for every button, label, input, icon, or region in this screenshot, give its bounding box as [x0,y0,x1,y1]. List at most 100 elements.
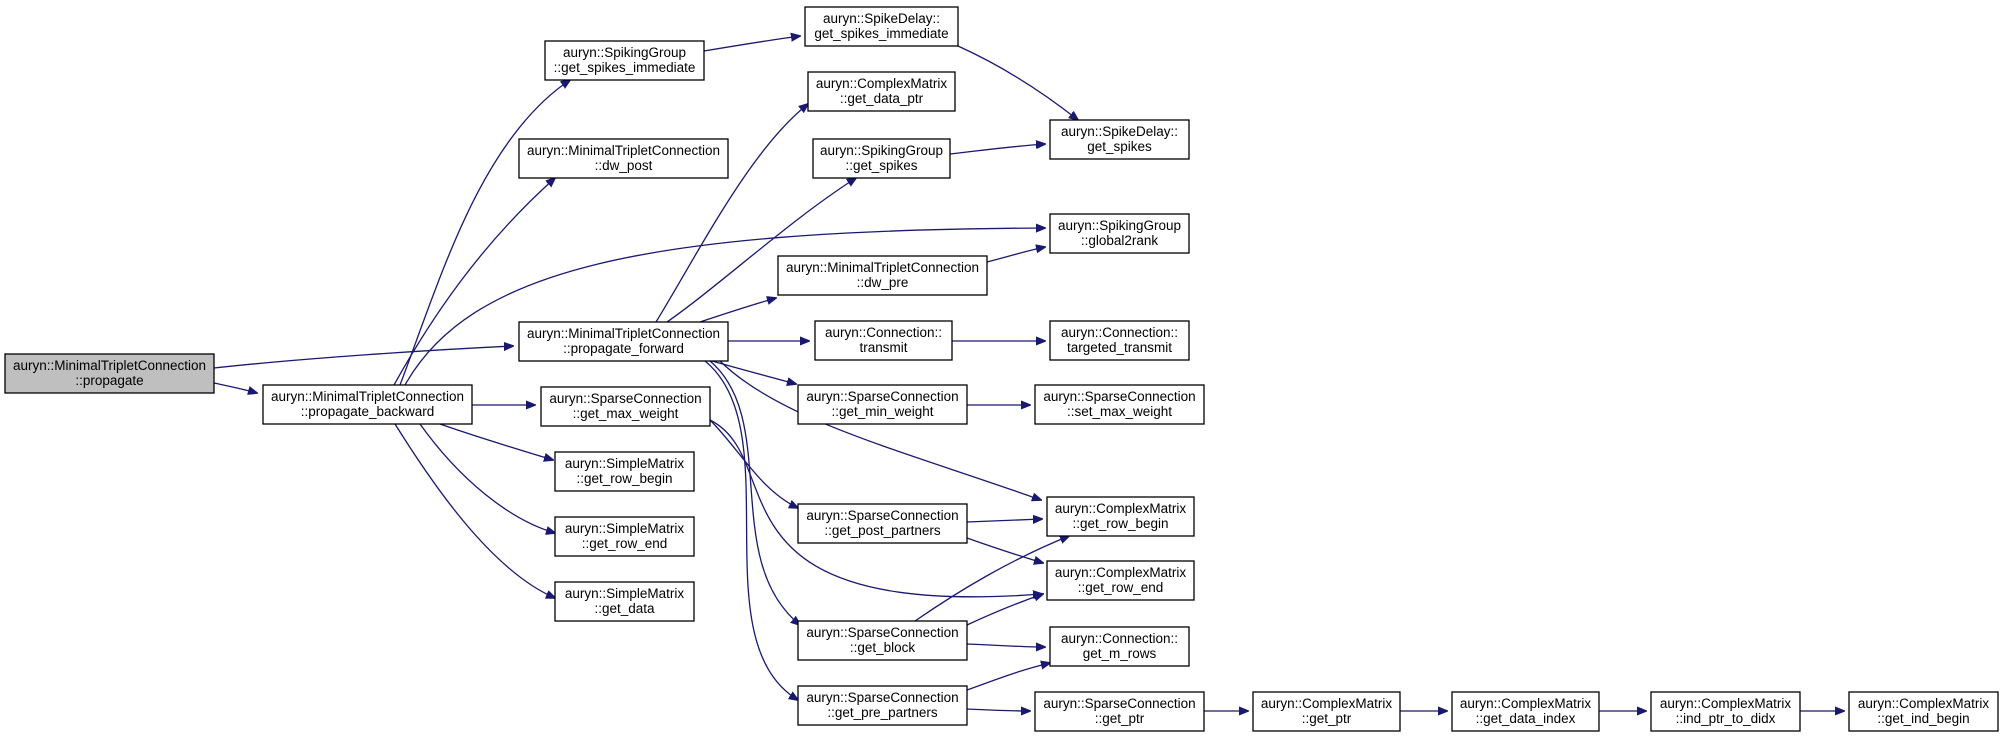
node-box [1046,496,1195,537]
node-sd-gs[interactable]: auryn::SpikeDelay::get_spikes [1049,119,1190,160]
node-label-line-1: auryn::MinimalTripletConnection [13,358,206,373]
node-c-tr[interactable]: auryn::Connection::transmit [814,320,953,361]
node-label-line-1: auryn::SparseConnection [806,690,958,705]
node-pf[interactable]: auryn::MinimalTripletConnection::propaga… [518,321,729,362]
node-label-line-1: auryn::SimpleMatrix [565,456,685,471]
edge-line [966,709,1030,711]
node-label-line-1: auryn::SparseConnection [806,508,958,523]
edge-sd_gsi-to-sd_gs [957,45,1078,120]
edge-mtc_dwpre-to-sg_g2r [986,247,1045,263]
node-label-line-1: auryn::ComplexMatrix [1055,501,1187,516]
edges-layer [213,36,1844,711]
edge-pb-to-sm_gd [394,423,555,598]
node-cm-grb[interactable]: auryn::ComplexMatrix::get_row_begin [1046,496,1195,537]
node-label-line-1: auryn::ComplexMatrix [1858,696,1990,711]
node-box [797,384,968,425]
node-label-line-2: ::get_ptr [1302,711,1352,726]
node-cm-gdp[interactable]: auryn::ComplexMatrix::get_data_ptr [807,71,956,112]
node-label-line-1: auryn::SparseConnection [806,625,958,640]
node-box [1049,626,1190,667]
edge-sc_gmaxw-to-sc_gpostp [709,419,798,508]
node-sc-gmaxw[interactable]: auryn::SparseConnection::get_max_weight [540,386,711,427]
node-box [797,620,968,661]
node-label-line-2: ::get_max_weight [573,406,679,421]
edge-pf-to-cm_gdp [655,104,808,323]
edge-sc_gpostp-to-cm_grb [966,519,1042,522]
node-label-line-1: auryn::SpikeDelay:: [823,11,940,26]
nodes-layer: auryn::MinimalTripletConnection::propaga… [4,6,1999,732]
edge-pb-to-sg_gsi [399,80,570,386]
node-sc-gptr[interactable]: auryn::SparseConnection::get_ptr [1034,691,1205,732]
node-root[interactable]: auryn::MinimalTripletConnection::propaga… [4,353,215,394]
edge-line [966,594,1043,626]
node-sg-gs[interactable]: auryn::SpikingGroup::get_spikes [812,138,951,179]
node-sc-gb[interactable]: auryn::SparseConnection::get_block [797,620,968,661]
node-c-ttr[interactable]: auryn::Connection::targeted_transmit [1049,320,1190,361]
edge-line [394,423,555,598]
node-sc-smaxw[interactable]: auryn::SparseConnection::set_max_weight [1034,384,1205,425]
edge-line [709,419,1042,597]
edge-pf-to-sc_gb [709,360,800,625]
node-sm-gd[interactable]: auryn::SimpleMatrix::get_data [554,581,695,622]
node-label-line-1: auryn::MinimalTripletConnection [786,260,979,275]
node-box [807,71,956,112]
node-mtc-dwpost[interactable]: auryn::MinimalTripletConnection::dw_post [518,138,729,179]
node-box [262,384,473,425]
node-sc-gminw[interactable]: auryn::SparseConnection::get_min_weight [797,384,968,425]
edge-line [439,423,553,460]
edge-pf-to-sc_gminw [711,360,796,384]
node-box [1252,691,1401,732]
node-box [814,320,953,361]
node-label-line-2: ::get_post_partners [824,523,941,538]
node-box [554,581,695,622]
node-cm-gre[interactable]: auryn::ComplexMatrix::get_row_end [1046,560,1195,601]
node-cm-ip2d[interactable]: auryn::ComplexMatrix::ind_ptr_to_didx [1650,691,1801,732]
node-label-line-2: get_m_rows [1083,646,1157,661]
node-sc-gpostp[interactable]: auryn::SparseConnection::get_post_partne… [797,503,968,544]
node-c-gmr[interactable]: auryn::Connection::get_m_rows [1049,626,1190,667]
node-box [1034,384,1205,425]
edge-pb-to-sm_grb [439,423,553,460]
node-box [518,138,729,179]
node-cm-gib[interactable]: auryn::ComplexMatrix::get_ind_begin [1848,691,1999,732]
node-cm-gptr[interactable]: auryn::ComplexMatrix::get_ptr [1252,691,1401,732]
edge-pb-to-sm_gre [419,423,555,533]
node-box [554,516,695,557]
edge-root-to-pf [213,346,513,369]
node-label-line-2: ::get_ind_begin [1877,711,1969,726]
node-label-line-2: ::get_data [594,601,655,616]
node-sc-gprep[interactable]: auryn::SparseConnection::get_pre_partner… [797,685,968,726]
node-label-line-2: ::ind_ptr_to_didx [1676,711,1776,726]
node-box [4,353,215,394]
node-label-line-2: ::get_data_index [1476,711,1576,726]
edge-line [719,360,1041,500]
node-cm-gdi[interactable]: auryn::ComplexMatrix::get_data_index [1451,691,1600,732]
edge-line [404,228,1045,386]
node-label-line-2: ::get_row_end [582,536,668,551]
node-label-line-1: auryn::SparseConnection [549,391,701,406]
node-pb[interactable]: auryn::MinimalTripletConnection::propaga… [262,384,473,425]
node-box [812,138,951,179]
edge-line [957,45,1078,120]
node-mtc-dwpre[interactable]: auryn::MinimalTripletConnection::dw_pre [777,255,988,296]
edge-pf-to-cm_grb [719,360,1041,500]
node-label-line-2: ::get_spikes [845,158,917,173]
edge-line [213,382,257,393]
node-sm-grb[interactable]: auryn::SimpleMatrix::get_row_begin [554,451,695,492]
node-box [777,255,988,296]
edge-line [699,298,776,323]
node-label-line-1: auryn::SpikingGroup [1058,218,1181,233]
node-sg-gsi[interactable]: auryn::SpikingGroup::get_spikes_immediat… [544,40,705,81]
edge-line [393,178,555,386]
node-label-line-2: ::propagate_forward [563,341,684,356]
node-label-line-1: auryn::Connection:: [1061,325,1178,340]
node-box [1049,119,1190,160]
node-box [1046,560,1195,601]
node-sd-gsi[interactable]: auryn::SpikeDelay::get_spikes_immediate [804,6,959,47]
node-label-line-2: ::get_row_end [1078,580,1164,595]
node-sg-g2r[interactable]: auryn::SpikingGroup::global2rank [1049,213,1190,254]
node-label-line-2: get_spikes_immediate [814,26,948,41]
edge-line [419,423,555,533]
edge-sc_gb-to-cm_grb [914,536,1069,622]
node-sm-gre[interactable]: auryn::SimpleMatrix::get_row_end [554,516,695,557]
